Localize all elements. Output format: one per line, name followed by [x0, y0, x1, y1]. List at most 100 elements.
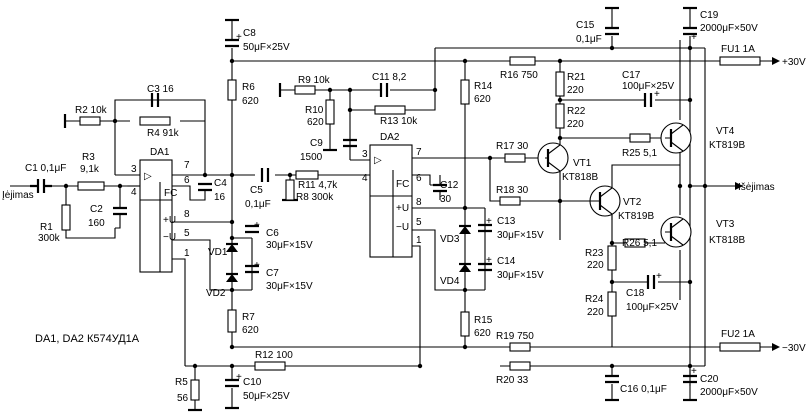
transistor-vt2 — [580, 180, 621, 220]
r1-bottom-wire — [65, 228, 116, 239]
c11-r13-wire — [350, 48, 436, 111]
da1-pin4: 4 — [131, 187, 137, 198]
r6-value: 620 — [242, 96, 259, 107]
resistor-r21 — [555, 71, 565, 97]
da2-pin7: 7 — [416, 147, 422, 158]
da1-symbol: ▷ — [144, 171, 152, 182]
da2-pin5: 5 — [416, 217, 422, 228]
junction-dot — [229, 287, 235, 293]
r11-label: R11 4,7k — [298, 180, 338, 191]
r22-value: 220 — [567, 119, 584, 130]
r3-name: R3 — [82, 152, 95, 163]
capacitor-c14 — [478, 262, 492, 272]
c13-value: 30μF×15V — [497, 230, 544, 241]
resistor-r18 — [499, 196, 521, 206]
c12-value: 30 — [440, 194, 452, 205]
r17-label: R17 30 — [496, 141, 529, 152]
c15-name: C15 — [576, 20, 595, 31]
fuses — [719, 56, 761, 352]
vt1-body — [537, 142, 569, 174]
r18-label: R18 30 — [496, 185, 529, 196]
junction-dot — [327, 87, 333, 93]
r12-label: R12 100 — [255, 350, 293, 361]
da1-pin5: 5 — [184, 228, 190, 239]
resistors — [61, 56, 651, 401]
capacitor-c1 — [30, 179, 52, 193]
junction-dot — [192, 363, 198, 369]
da1-pin1-wire — [172, 258, 186, 366]
r1-value: 300k — [38, 233, 61, 244]
resistor-r3 — [77, 181, 105, 191]
c17-name: C17 — [622, 70, 641, 81]
capacitor-c19 — [683, 26, 697, 36]
junction-dot — [462, 287, 468, 293]
junction-dot — [557, 198, 563, 204]
capacitor-c15 — [605, 26, 619, 36]
c7-value: 30μF×15V — [266, 281, 313, 292]
neg-rail-label: −30V — [782, 343, 806, 354]
da2-pin4: 4 — [362, 173, 368, 184]
da1-body — [139, 159, 173, 273]
junction-dot — [609, 45, 615, 51]
r25-label: R25 5,1 — [622, 148, 657, 159]
junction-dot — [417, 363, 423, 369]
r15-name: R15 — [474, 315, 493, 326]
fu2-label: FU2 1A — [721, 329, 755, 340]
c20-name: C20 — [700, 374, 719, 385]
resistor-r7 — [227, 309, 237, 333]
junction-dot — [229, 219, 235, 225]
junction-dot — [229, 344, 235, 350]
c2-value: 160 — [88, 218, 105, 229]
capacitor-c18 — [646, 275, 656, 289]
c18-value: 100μF×25V — [626, 302, 679, 313]
r17-r18-wire — [489, 158, 580, 202]
r4-label: R4 91k — [147, 128, 180, 139]
capacitor-c6 — [245, 224, 259, 234]
r26-label: R26 5,1 — [622, 238, 657, 249]
c6-plus: + — [254, 220, 260, 231]
vt1-leads — [545, 138, 561, 178]
junction-dot — [347, 87, 353, 93]
junction-dot — [112, 118, 118, 124]
r14-name: R14 — [474, 81, 493, 92]
r10-name: R10 — [305, 105, 324, 116]
text-labels: Įėjimas Išėjimas +30V −30V DA1, DA2 К574… — [2, 10, 806, 404]
junction-dot — [229, 172, 235, 178]
diode-vd4 — [459, 264, 471, 272]
resistor-r19 — [509, 342, 531, 352]
junction-dot — [462, 344, 468, 350]
da1-pin5-wire — [172, 239, 232, 291]
chip-note: DA1, DA2 К574УД1А — [35, 333, 140, 345]
transistor-vt1 — [537, 138, 569, 178]
junction-dot — [702, 183, 708, 189]
r3-value: 9,1k — [80, 164, 100, 175]
diode-vd3 — [459, 226, 471, 234]
junction-dot — [347, 107, 353, 113]
c10-plus: + — [236, 372, 242, 383]
junction-dot — [487, 155, 493, 161]
c1-label: C1 0,1μF — [25, 163, 66, 174]
c20-value: 2000μF×50V — [700, 387, 758, 398]
ic-da2 — [369, 144, 413, 258]
c10-value: 50μF×25V — [243, 391, 290, 402]
c14-name: C14 — [497, 256, 516, 267]
resistor-r15 — [460, 311, 470, 337]
junction-dot — [609, 363, 615, 369]
junction-dot — [229, 58, 235, 64]
vt2-leads — [580, 180, 613, 220]
da2-pin5-wire — [412, 229, 470, 291]
vt4-leads — [665, 124, 684, 152]
capacitor-c8 — [225, 38, 239, 48]
r13-label: R13 10k — [380, 116, 418, 127]
resistor-r20 — [509, 361, 531, 371]
diode-vd1 — [226, 244, 238, 252]
c13-name: C13 — [497, 216, 516, 227]
ground-symbols — [63, 6, 697, 412]
junction-dot — [117, 183, 123, 189]
c18-plus: + — [656, 271, 662, 282]
junction-dot — [462, 205, 468, 211]
r23-name: R23 — [585, 248, 604, 259]
pos-rail-label: +30V — [782, 57, 806, 68]
r19-label: R19 750 — [496, 331, 534, 342]
da2-pin1: 1 — [416, 235, 422, 246]
